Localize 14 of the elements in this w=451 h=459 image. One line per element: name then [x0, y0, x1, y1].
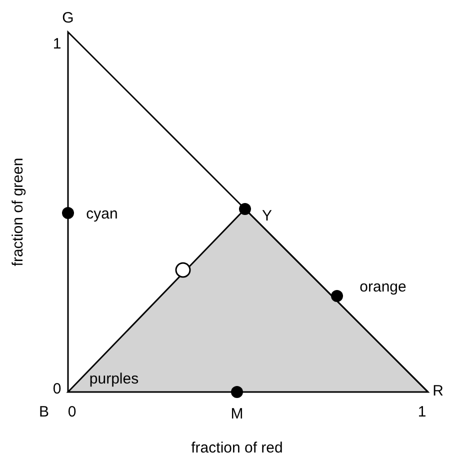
tick-label: 1: [418, 404, 426, 420]
point-label: orange: [360, 280, 406, 294]
region-label: purples: [89, 372, 139, 386]
vertex-label: R: [432, 384, 444, 398]
axis-label: fraction of green: [10, 158, 26, 266]
vertex-label: Y: [262, 208, 272, 224]
vertex-label: B: [39, 404, 49, 420]
point-label: M: [230, 406, 244, 422]
axis-label: fraction of red: [191, 440, 283, 456]
vertex-label: G: [62, 10, 74, 26]
tick-label: 1: [52, 36, 62, 52]
tick-label: 0: [68, 404, 76, 420]
point-label: cyan: [86, 206, 118, 222]
tick-label: 0: [52, 382, 62, 396]
